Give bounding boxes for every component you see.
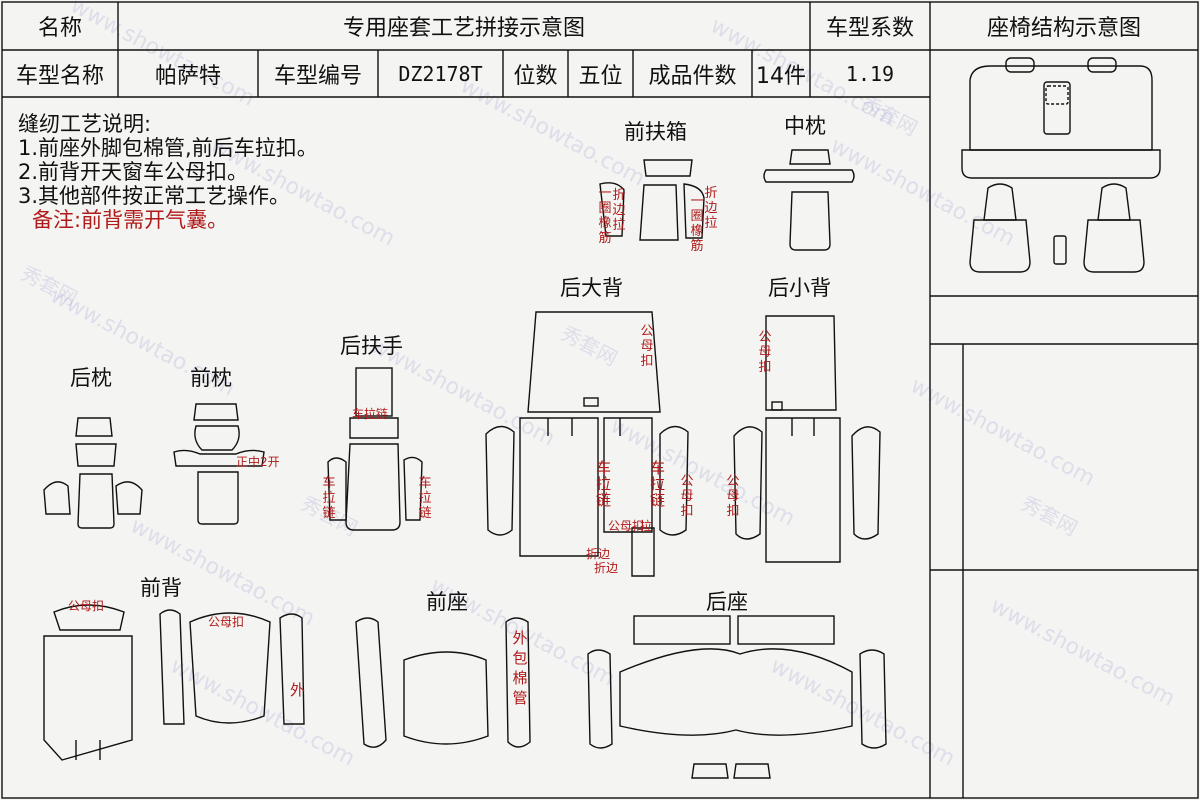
coefficient-value: 1.19 [845,61,895,86]
annotation-outer: 外 [290,681,306,699]
part-title-rear-seat: 后座 [706,590,748,614]
annotation-front-split: 正中2开 [236,455,280,469]
annotation-zipper: 车拉链 [418,476,432,521]
annotation-snap: 公母扣 [640,324,654,369]
sewing-notes: 缝纫工艺说明: 1.前座外脚包棉管,前后车拉扣。 2.前背开天窗车公母扣。 3.… [18,112,318,232]
annotation-zipper: 车拉链 [352,407,389,421]
notes-remark: 备注:前背需开气囊。 [32,208,229,232]
notes-line: 2.前背开天窗车公母扣。 [18,160,249,184]
rear-armrest-pattern [327,367,423,531]
notes-line: 1.前座外脚包棉管,前后车拉扣。 [18,136,318,160]
middle-pillow-pattern [763,149,855,251]
annotation-zipper: 车拉链 [596,459,612,509]
annotation-snap: 公母扣 [608,519,645,533]
annotation-rubber-band: 一圈橡筋 [690,194,704,254]
seats-value: 五位 [578,63,623,89]
pieces-label: 成品件数 [648,63,737,89]
front-pillow-pattern [173,403,265,525]
part-title-middle-pillow: 中枕 [784,114,826,138]
annotation-fold-edge-pull: 折边拉 [612,188,626,233]
notes-line: 3.其他部件按正常工艺操作。 [18,184,291,208]
pieces-value: 14件 [756,63,806,89]
rear-small-back-pattern [733,315,881,563]
part-title-rear-pillow: 后枕 [70,366,112,390]
seats-label: 位数 [513,63,558,89]
annotation-fold-edge-pull: 折边拉 [704,186,718,231]
annotation-fold-edge: 折边 [594,561,619,575]
annotation-snap: 公母扣 [680,474,694,519]
part-title-front-armrest-box: 前扶箱 [624,120,687,144]
document-title: 专用座套工艺拼接示意图 [342,16,585,41]
annotation-outer-wrap-tube: 外包棉管 [512,629,528,707]
model-name-value: 帕萨特 [154,63,221,89]
rear-big-back-pattern [485,311,689,577]
annotation-snap: 公母扣 [758,330,772,375]
rear-pillow-pattern [43,417,143,529]
front-back-pattern [43,604,305,761]
seat-structure-sketch [961,57,1161,273]
name-label: 名称 [37,16,82,41]
annotation-snap: 公母扣 [726,474,740,519]
structure-title: 座椅结构示意图 [986,16,1141,41]
model-name-label: 车型名称 [15,63,104,89]
model-number-value: DZ2178T [398,61,483,86]
notes-heading: 缝纫工艺说明: [18,112,152,136]
part-title-rear-armrest: 后扶手 [340,334,403,358]
part-title-front-back: 前背 [140,576,182,600]
part-title-front-seat: 前座 [426,590,468,614]
annotation-rubber-band: 一圈橡筋 [598,186,612,246]
part-title-front-pillow: 前枕 [190,366,232,390]
front-armrest-box-pattern [599,159,705,241]
annotation-snap: 公母扣 [68,599,105,613]
annotation-zipper: 车拉链 [650,459,666,509]
front-seat-pattern [355,617,531,748]
annotation-snap: 公母扣 [208,615,245,629]
annotation-zipper: 车拉链 [322,476,336,521]
annotation-pull: 拉 [640,519,653,533]
part-title-rear-big-back: 后大背 [560,276,623,300]
annotation-fold-edge: 折边 [586,547,611,561]
rear-seat-pattern [587,615,887,779]
coefficient-label: 车型系数 [825,16,914,41]
model-number-label: 车型编号 [273,63,362,89]
part-title-rear-small-back: 后小背 [768,276,831,300]
